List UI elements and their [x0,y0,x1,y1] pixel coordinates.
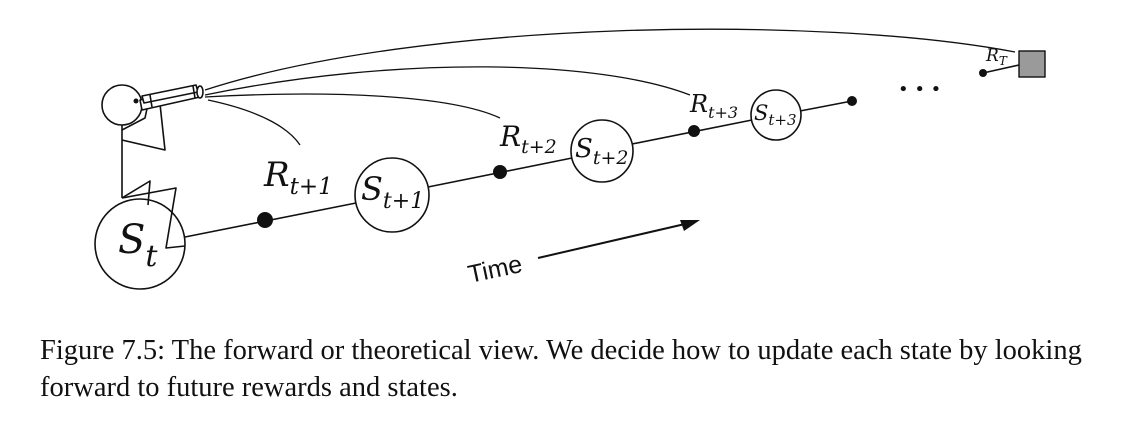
sight-line-rt [204,28,1016,91]
agent-figure [101,84,204,249]
time-arrow [537,220,700,259]
reward-dot-rt3 [688,125,700,137]
state-circle-st3 [750,89,802,141]
figure-caption: Figure 7.5: The forward or theoretical v… [40,335,1082,403]
sight-lines [204,28,1016,146]
agent-head [101,84,143,126]
segment-st3-dot [799,100,853,112]
reward-dot-rt2 [493,165,507,179]
state-label-st1: St+1 [361,170,424,214]
state-circle-st [94,198,186,290]
agent-eye [133,98,139,104]
segment-rt-terminal [982,64,1020,74]
time-arrowhead [680,220,700,231]
binoculars-icon [139,84,204,111]
reward-label-rt1: Rt+1 [263,155,333,200]
reward-dot-rt1 [257,212,273,228]
sight-line-rt2 [204,93,501,119]
reward-label-rt3: Rt+3 [689,90,738,122]
forward-view-diagram: • • • St St+1 St+2 St+3 Rt+1 Rt+2 Rt+3 R… [94,28,1046,290]
agent-leg-right [121,187,186,249]
reward-dot-rt [979,69,987,77]
future-dot [847,96,857,106]
state-circle-st1 [354,157,430,233]
state-circle-st2 [570,119,634,183]
sight-line-rt1 [207,99,301,146]
reward-label-rt: RT [985,46,1008,68]
state-label-st2: St+2 [575,134,628,169]
ellipsis: • • • [898,79,941,100]
agent-leg-left [121,180,151,206]
state-label-st: St [118,217,158,274]
state-label-st3: St+3 [754,101,797,129]
time-label: Time [465,250,524,289]
terminal-state-square [1018,50,1046,78]
agent-arm-left [121,103,166,151]
sight-line-rt3 [204,66,691,96]
reward-label-rt2: Rt+2 [499,120,557,158]
